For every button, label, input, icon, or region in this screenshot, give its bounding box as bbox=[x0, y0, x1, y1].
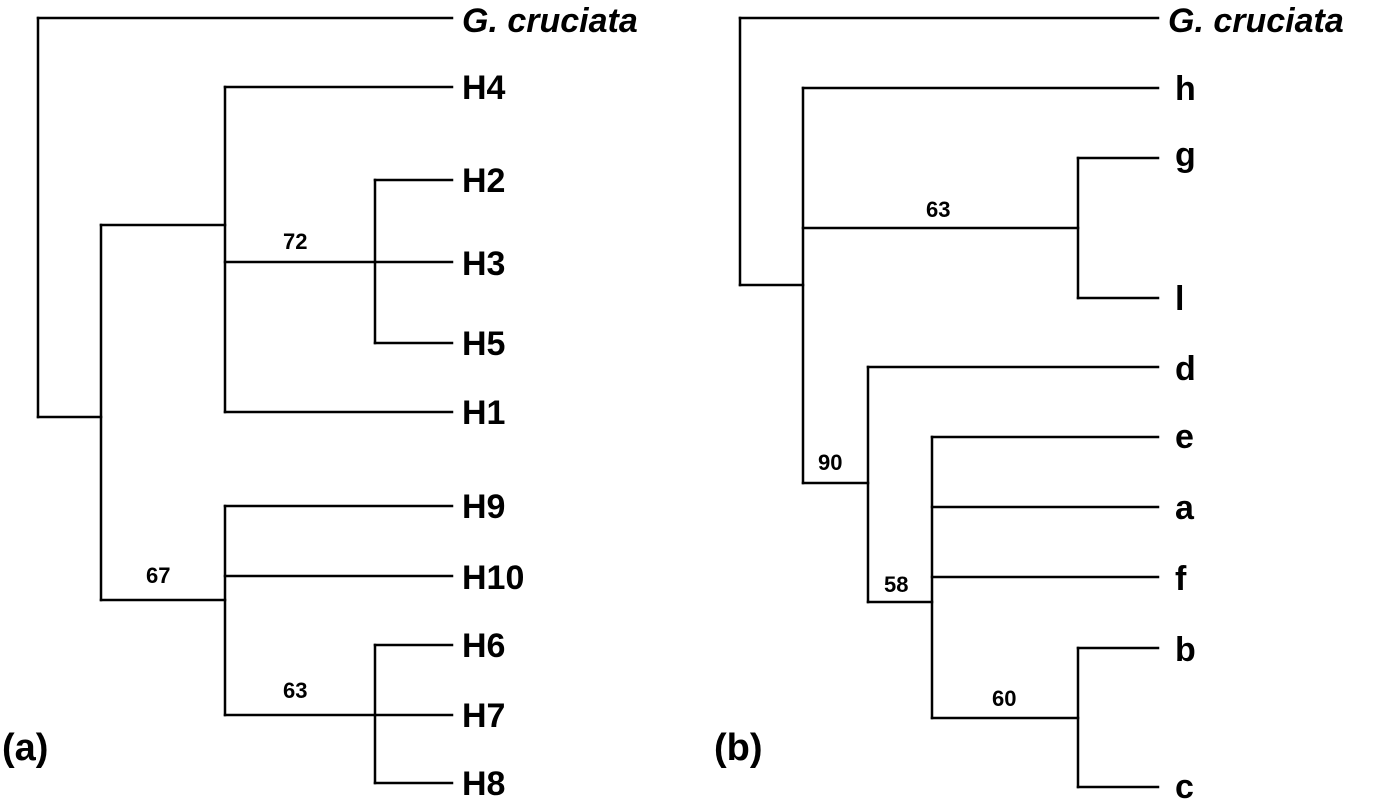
tip-label: H8 bbox=[462, 765, 505, 802]
tip-label: a bbox=[1175, 489, 1195, 527]
tip-label: H4 bbox=[462, 69, 506, 107]
tip-label: H3 bbox=[462, 245, 505, 283]
support-value: 58 bbox=[884, 572, 908, 597]
tip-label: e bbox=[1175, 418, 1194, 456]
tree-b: G. cruciata h g l d e a f b c 63 90 58 6… bbox=[714, 2, 1344, 802]
tree-b-branches bbox=[738, 16, 1160, 789]
tip-label: H10 bbox=[462, 559, 524, 597]
tip-label: H5 bbox=[462, 325, 505, 363]
support-value: 90 bbox=[818, 450, 842, 475]
tip-label: H6 bbox=[462, 627, 505, 665]
support-value: 72 bbox=[283, 229, 307, 254]
tip-label: b bbox=[1175, 631, 1196, 669]
tip-label: H2 bbox=[462, 162, 505, 200]
tip-label: d bbox=[1175, 350, 1196, 388]
tip-label: H9 bbox=[462, 488, 505, 526]
panel-label-b: (b) bbox=[714, 727, 763, 769]
tree-a: G. cruciata H4 H2 H3 H5 H1 H9 H10 H6 H7 … bbox=[2, 2, 638, 802]
support-value: 63 bbox=[283, 678, 307, 703]
tip-label-outgroup: G. cruciata bbox=[1168, 2, 1344, 40]
tip-label: h bbox=[1175, 70, 1196, 108]
support-value: 60 bbox=[992, 686, 1016, 711]
tip-label: c bbox=[1175, 768, 1194, 802]
support-value: 67 bbox=[146, 563, 170, 588]
tip-label: H1 bbox=[462, 394, 505, 432]
support-value: 63 bbox=[926, 197, 950, 222]
tip-label: g bbox=[1175, 136, 1196, 174]
panel-label-a: (a) bbox=[2, 727, 48, 769]
tree-a-branches bbox=[36, 16, 454, 785]
tip-label: l bbox=[1175, 280, 1184, 318]
tip-label-outgroup: G. cruciata bbox=[462, 2, 638, 40]
tip-label: f bbox=[1175, 560, 1187, 598]
tip-label: H7 bbox=[462, 697, 505, 735]
